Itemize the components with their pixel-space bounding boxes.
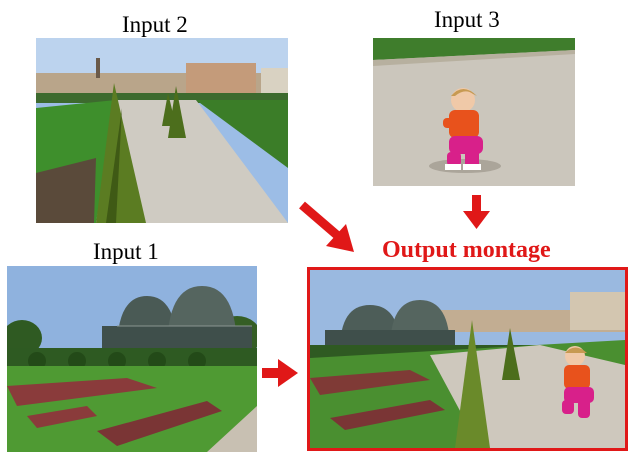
input2-label: Input 2 xyxy=(122,12,188,37)
arrow-diagonal-icon xyxy=(299,201,354,252)
input1-photo xyxy=(7,266,257,452)
output-montage-photo xyxy=(307,267,628,451)
input3-label: Input 3 xyxy=(434,7,500,32)
arrow-right-icon xyxy=(262,359,298,387)
arrow-down-icon xyxy=(463,195,490,229)
input1-label: Input 1 xyxy=(93,239,159,264)
input2-photo xyxy=(36,38,288,223)
input3-photo xyxy=(373,38,575,186)
output-label: Output montage xyxy=(382,237,551,263)
